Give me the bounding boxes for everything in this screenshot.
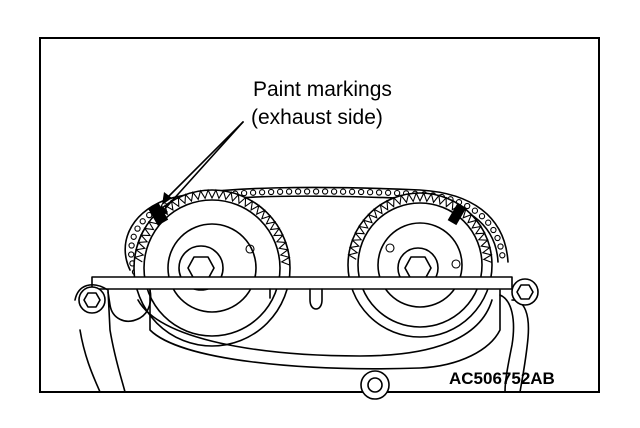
chain-link (130, 233, 137, 240)
chain-link (490, 226, 497, 234)
chain-link (384, 189, 392, 196)
chain-link (348, 188, 356, 195)
callout-arrows (158, 121, 244, 218)
chain-link (267, 188, 275, 196)
right-bolt (511, 278, 539, 306)
chain-link (330, 188, 338, 195)
sprocket-teeth (347, 191, 493, 264)
chain-link (494, 234, 501, 242)
chain-link (499, 252, 506, 259)
chain-link (464, 202, 471, 210)
chain-link (240, 189, 248, 197)
chain-link (303, 188, 311, 195)
chain-link (294, 188, 302, 195)
cylinder-head (74, 276, 530, 400)
callout-line-1: Paint markings (253, 78, 392, 101)
paint-marking-right (447, 202, 467, 226)
chain-link (139, 218, 146, 225)
figure-code: AC506752AB (449, 369, 555, 388)
chain-link (497, 243, 504, 250)
sprocket-teeth (133, 188, 291, 266)
chain-link (375, 189, 383, 196)
chain-link (366, 189, 374, 196)
chain-link (357, 188, 365, 196)
chain-link (339, 188, 347, 195)
chain-link (478, 213, 486, 220)
figure-border (39, 37, 600, 393)
left-sprocket (133, 188, 291, 347)
chain-link (258, 189, 266, 196)
chain-link (312, 188, 320, 195)
chain-link (485, 219, 492, 226)
left-bolt (78, 286, 106, 314)
chain-link (128, 251, 135, 258)
chain-link (276, 188, 284, 195)
chain-link (134, 225, 141, 232)
chain-link (393, 189, 401, 197)
chain-link (471, 207, 479, 214)
paint-marking-left (147, 202, 169, 226)
chain-link (128, 242, 135, 249)
chain-link (321, 188, 329, 195)
callout-line-2: (exhaust side) (251, 106, 383, 129)
right-sprocket (347, 191, 493, 338)
chain-link (285, 188, 293, 195)
chain-link (249, 189, 257, 196)
